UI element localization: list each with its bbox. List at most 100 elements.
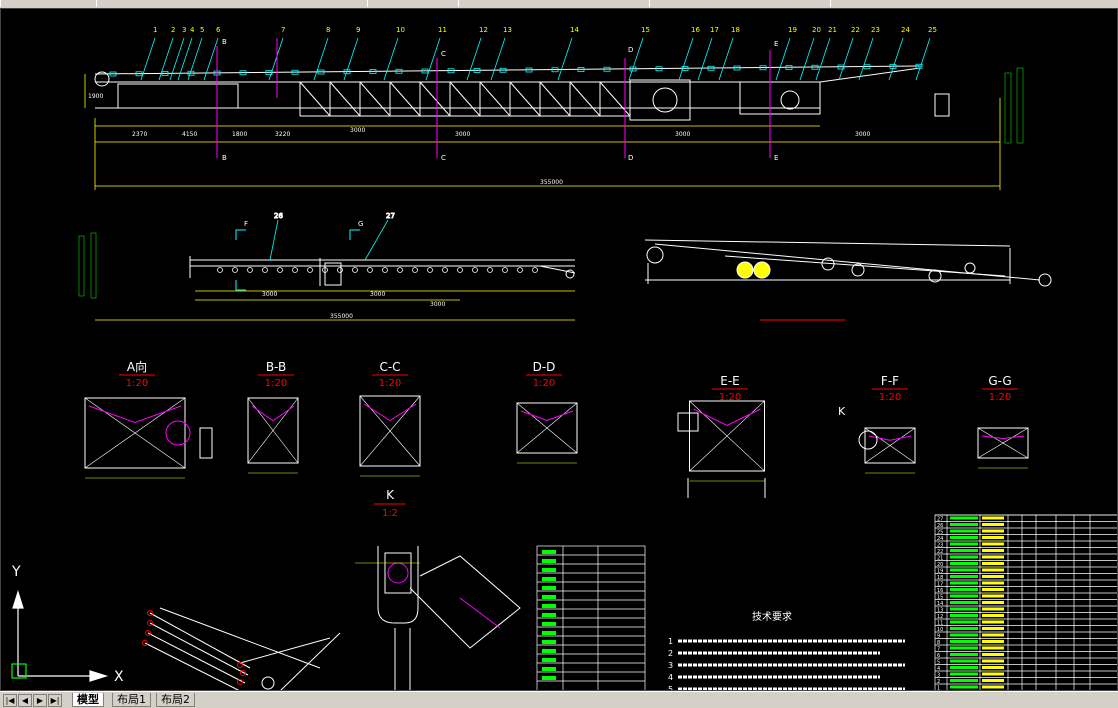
toolbar-segment[interactable] xyxy=(0,0,97,7)
roller xyxy=(247,267,253,273)
parts-list-index: 27 xyxy=(937,517,943,523)
parts-list-name xyxy=(982,594,1004,598)
idler xyxy=(655,66,663,72)
parts-list-name xyxy=(982,542,1004,546)
callout-leader xyxy=(313,37,329,81)
part-number-label: 21 xyxy=(828,26,837,34)
toolbar-segment[interactable] xyxy=(649,0,831,7)
section-mark-label: B xyxy=(222,154,227,162)
truss-member xyxy=(449,81,481,117)
dimension-text: 3000 xyxy=(455,131,470,138)
side-notes-right xyxy=(1004,67,1024,144)
motor xyxy=(677,412,699,432)
view-title: B-B xyxy=(266,360,286,374)
idler xyxy=(343,69,351,75)
roller xyxy=(397,267,403,273)
callout-leader xyxy=(838,37,854,81)
toolbar-segment[interactable] xyxy=(96,0,368,7)
dimension-text: 3000 xyxy=(675,131,690,138)
toolbar-segment[interactable] xyxy=(458,0,650,7)
tech-req-item-number: 1 xyxy=(668,637,673,646)
section-frame xyxy=(247,397,299,464)
callout-26-27 xyxy=(269,219,389,261)
parts-list-name xyxy=(982,549,1004,552)
part-number-label: 4 xyxy=(190,26,195,34)
tab-layout1[interactable]: 布局1 xyxy=(112,693,151,707)
part-number-label: 27 xyxy=(386,212,395,220)
view-title: E-E xyxy=(720,374,740,388)
callout-leader xyxy=(799,37,815,81)
parts-list-code xyxy=(950,666,978,669)
idler xyxy=(239,70,247,76)
roller xyxy=(262,267,268,273)
last-tab-button[interactable]: ▶| xyxy=(48,694,62,707)
view-scale: 1:20 xyxy=(719,392,741,403)
parts-list-table: 2726252423222120191817161514131211109876… xyxy=(934,514,1118,691)
parts-list-index: 9 xyxy=(937,634,940,640)
tech-req-item-number: 4 xyxy=(668,673,673,682)
callout-leader xyxy=(268,37,284,81)
section-mark-label: D xyxy=(628,154,633,162)
parts-list-code xyxy=(950,594,978,598)
troughed-belt xyxy=(981,435,1025,440)
detail-k-circle xyxy=(858,430,878,450)
parts-list-name xyxy=(982,516,1004,520)
parts-list-name xyxy=(982,588,1004,591)
tab-model[interactable]: 模型 xyxy=(72,693,104,707)
part-number-label: 22 xyxy=(851,26,860,34)
idler xyxy=(811,64,819,70)
part-number-label: 11 xyxy=(438,26,447,34)
part-number-label: 17 xyxy=(710,26,719,34)
idler xyxy=(603,66,611,72)
idler xyxy=(421,68,429,74)
spec-table-text xyxy=(542,550,556,554)
view-title: G-G xyxy=(988,374,1011,388)
idler-dot xyxy=(147,610,153,616)
callout-leader xyxy=(557,37,573,81)
parts-list-code xyxy=(950,659,978,663)
part-number-label: 24 xyxy=(901,26,910,34)
idler xyxy=(759,65,767,71)
first-tab-button[interactable]: |◀ xyxy=(3,694,17,707)
parts-list-name xyxy=(982,523,1004,526)
idler xyxy=(707,65,715,71)
parts-list-code xyxy=(950,627,978,630)
parts-list-code xyxy=(950,653,978,656)
callout-leader xyxy=(628,37,644,81)
parts-list-name xyxy=(982,633,1004,637)
spec-table-text xyxy=(542,586,556,590)
toolbar-segment[interactable] xyxy=(830,0,1118,7)
callout-leader xyxy=(697,37,713,81)
idler xyxy=(447,68,455,74)
section-frame xyxy=(864,427,916,464)
detail-k-callout: K xyxy=(838,405,846,418)
spec-table-text xyxy=(542,622,556,626)
section-frame xyxy=(977,427,1029,459)
parts-list-index: 13 xyxy=(937,608,943,614)
tab-layout2[interactable]: 布局2 xyxy=(156,693,195,707)
prev-tab-button[interactable]: ◀ xyxy=(18,694,32,707)
parts-list-name xyxy=(982,555,1004,559)
parts-list-code xyxy=(950,601,978,604)
parts-list-code xyxy=(950,640,978,643)
section-mark-label: F xyxy=(244,220,248,228)
idler xyxy=(187,70,195,76)
view-title: D-D xyxy=(533,360,556,374)
idler xyxy=(369,69,377,74)
parts-list-code xyxy=(950,646,978,650)
parts-list-index: 24 xyxy=(937,536,943,542)
spec-table-text xyxy=(542,649,556,653)
callout-leader xyxy=(343,37,359,81)
dimension-text: 1900 xyxy=(88,93,103,100)
roller xyxy=(292,267,298,273)
spec-table-frame xyxy=(536,545,646,691)
parts-list-code xyxy=(950,549,978,552)
parts-list-index: 22 xyxy=(937,549,943,555)
troughed-belt xyxy=(251,405,295,422)
toolbar-segment[interactable] xyxy=(367,0,459,7)
next-tab-button[interactable]: ▶ xyxy=(33,694,47,707)
part-number-label: 2 xyxy=(171,26,175,34)
parts-list-index: 16 xyxy=(937,588,943,594)
